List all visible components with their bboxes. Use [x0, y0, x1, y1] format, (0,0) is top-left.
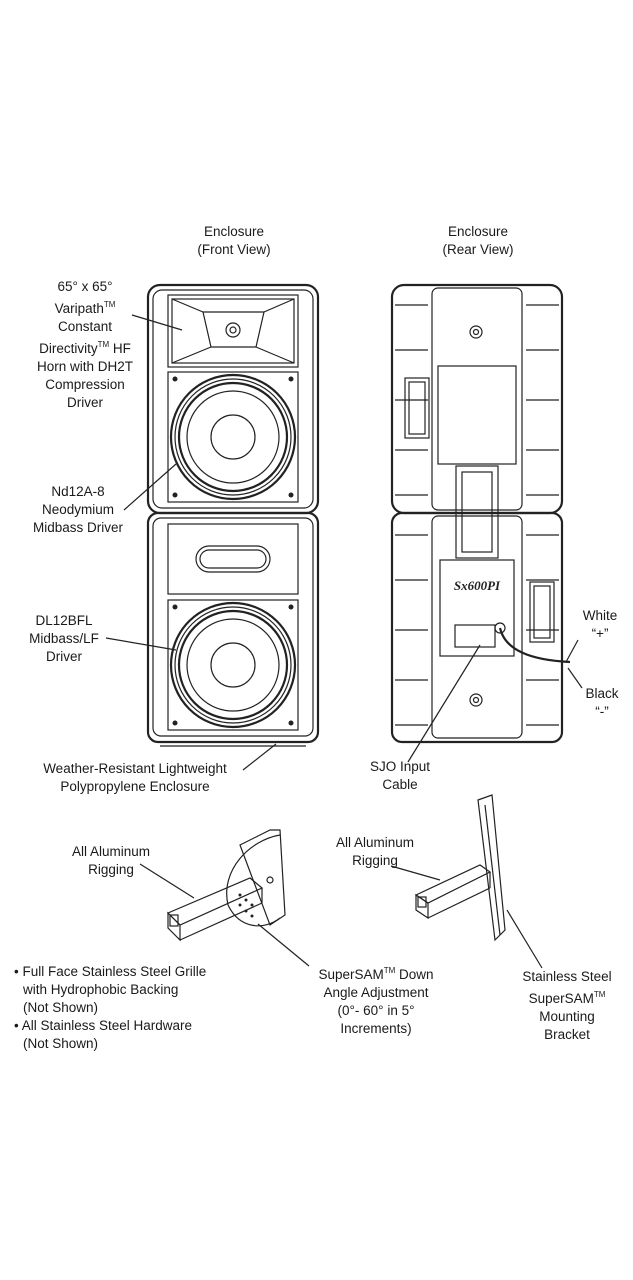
bracket-label: Stainless Steel SuperSAMTM Mounting Brac… — [508, 968, 626, 1044]
black-line2: “-” — [595, 704, 609, 719]
enclosure-line1: Weather-Resistant Lightweight — [43, 761, 227, 776]
rear-view-caption: Enclosure (Rear View) — [420, 223, 536, 259]
feature-1-line3: (Not Shown) — [23, 1000, 99, 1015]
supersam-line1-text: SuperSAM — [318, 967, 384, 982]
lf-label: DL12BFL Midbass/LF Driver — [8, 612, 120, 666]
front-view-line2: (Front View) — [197, 242, 271, 257]
horn-line2-tm: TM — [103, 300, 116, 309]
supersam-line2: Angle Adjustment — [323, 985, 429, 1000]
supersam-line1: SuperSAMTM Down — [300, 962, 452, 984]
rigging-left-line2: Rigging — [88, 862, 134, 877]
lf-line2: Midbass/LF — [29, 631, 99, 646]
sjo-line1: SJO Input — [369, 759, 431, 774]
white-line1: White — [582, 608, 618, 623]
supersam-line4: Increments) — [340, 1021, 412, 1036]
lf-line1: DL12BFL — [35, 613, 93, 628]
black-wire-label: Black “-” — [574, 685, 630, 721]
rear-view-line2: (Rear View) — [442, 242, 514, 257]
midbass-driver — [167, 371, 299, 503]
feature-1-line2: with Hydrophobic Backing — [23, 982, 179, 997]
rigging-left-label: All Aluminum Rigging — [58, 843, 164, 879]
black-line1: Black — [585, 686, 619, 701]
feature-2-line1: • All Stainless Steel Hardware — [14, 1018, 193, 1033]
midbass-line2: Neodymium — [41, 502, 115, 517]
white-wire-label: White “+” — [572, 607, 628, 643]
front-view-line1: Enclosure — [203, 224, 265, 239]
supersam-label: SuperSAMTM Down Angle Adjustment (0°- 60… — [300, 962, 452, 1038]
rigging-right-line2: Rigging — [352, 853, 398, 868]
rigging-left — [166, 829, 286, 942]
horn-line2: VaripathTM — [12, 296, 158, 318]
horn-line5: Horn with DH2T — [36, 359, 134, 374]
rear-view-line1: Enclosure — [447, 224, 509, 239]
rigging-right-line1: All Aluminum — [335, 835, 415, 850]
supersam-line1-tm: TM — [383, 966, 396, 975]
front-enclosure — [146, 283, 320, 747]
horn-line4-suffix: HF — [109, 341, 131, 356]
horn-line4: DirectivityTM HF — [12, 336, 158, 358]
bracket-line1: Stainless Steel — [522, 969, 612, 984]
supersam-line1-suffix: Down — [395, 967, 434, 982]
white-line2: “+” — [591, 626, 609, 641]
hf-horn — [167, 294, 299, 368]
bracket-line2-tm: TM — [593, 990, 606, 999]
midbass-line1: Nd12A-8 — [51, 484, 105, 499]
features-list: • Full Face Stainless Steel Grille with … — [14, 963, 244, 1053]
sjo-line2: Cable — [382, 777, 418, 792]
bracket-line3: Mounting — [539, 1009, 595, 1024]
midbass-label: Nd12A-8 Neodymium Midbass Driver — [14, 483, 142, 537]
horn-line4-text: Directivity — [39, 341, 98, 356]
lf-driver — [167, 599, 299, 731]
horn-line2-text: Varipath — [54, 301, 104, 316]
leader-lines — [105, 314, 583, 969]
port — [167, 523, 299, 595]
bracket-line4: Bracket — [544, 1027, 590, 1042]
midbass-line3: Midbass Driver — [32, 520, 124, 535]
supersam-line3: (0°- 60° in 5° — [337, 1003, 415, 1018]
horn-line4-tm: TM — [97, 340, 110, 349]
feature-2-line2: (Not Shown) — [23, 1036, 99, 1051]
enclosure-line2: Polypropylene Enclosure — [60, 779, 210, 794]
rigging-right — [414, 794, 506, 942]
feature-1-line1: • Full Face Stainless Steel Grille — [14, 964, 207, 979]
front-view-caption: Enclosure (Front View) — [176, 223, 292, 259]
horn-line6: Compression — [45, 377, 125, 392]
sjo-label: SJO Input Cable — [358, 758, 442, 794]
rigging-right-label: All Aluminum Rigging — [322, 834, 428, 870]
rear-enclosure: Sx600PI — [390, 283, 571, 744]
horn-line1: 65° x 65° — [57, 279, 113, 294]
horn-line7: Driver — [67, 395, 103, 410]
horn-line3: Constant — [57, 319, 113, 334]
bracket-line2: SuperSAMTM — [508, 986, 626, 1008]
lf-line3: Driver — [46, 649, 82, 664]
enclosure-label: Weather-Resistant Lightweight Polypropyl… — [30, 760, 240, 796]
horn-label: 65° x 65° VaripathTM Constant Directivit… — [12, 278, 158, 412]
rigging-left-line1: All Aluminum — [71, 844, 151, 859]
bracket-line2-text: SuperSAM — [528, 991, 594, 1006]
rear-logo: Sx600PI — [454, 578, 501, 593]
